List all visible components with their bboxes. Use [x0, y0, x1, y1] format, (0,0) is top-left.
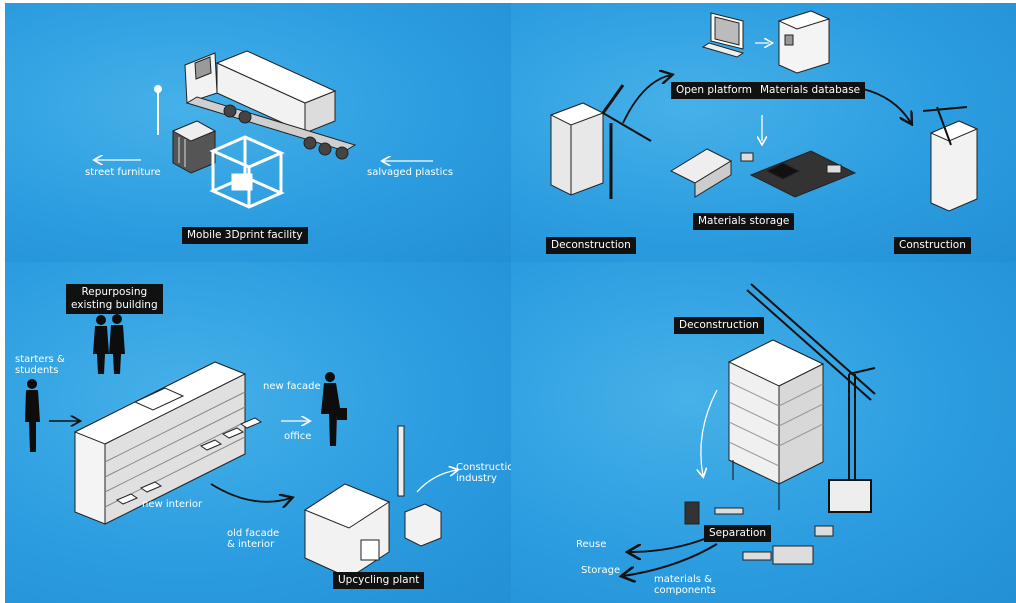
tower-left: [549, 84, 652, 199]
storage-yard: [669, 148, 857, 198]
construction-industry-text: Constructio industry: [456, 462, 511, 484]
server-icon: [777, 10, 831, 74]
repurposing-label: Repurposing existing building: [66, 284, 163, 314]
material-flow-illustration: [549, 10, 979, 212]
new-interior-text: new interior: [142, 499, 203, 510]
deconstruction-label: Deconstruction: [546, 237, 636, 254]
tower-deconstruction-illustration: [511, 283, 876, 603]
mobile-facility-illustration: [5, 50, 433, 209]
kiosk-illustration: [171, 120, 217, 174]
upcycling-plant: [303, 425, 442, 579]
open-platform-label: Open platform: [671, 82, 757, 99]
lamp-post: [154, 85, 162, 135]
storage-text: Storage: [581, 565, 621, 576]
panel-mobile-3dprint: street furniture salvaged plastics Mobil…: [5, 3, 511, 262]
truck-illustration: [184, 50, 357, 160]
tower-building: [727, 339, 825, 510]
materials-storage-label: Materials storage: [693, 213, 795, 230]
panel-tower-deconstruction: Deconstruction Separation Reuse Storage …: [511, 262, 1016, 603]
separated-components: [684, 501, 834, 565]
construction-label: Construction: [894, 237, 971, 254]
new-facade-text: new facade: [263, 381, 321, 392]
office-worker-figure: [321, 372, 347, 446]
separation-label: Separation: [704, 525, 772, 542]
panel-material-flow: Open platform Materials database Materia…: [511, 3, 1016, 262]
upcycling-plant-label: Upcycling plant: [333, 572, 425, 589]
3d-printer-frame: [209, 135, 285, 209]
people-handshake: [93, 314, 125, 374]
materials-database-label: Materials database: [755, 82, 866, 99]
street-furniture-text: street furniture: [85, 167, 161, 178]
student-figure: [25, 379, 40, 452]
existing-building: [73, 361, 247, 525]
old-facade-text: old facade & interior: [227, 528, 280, 550]
tower-deconstruction-label: Deconstruction: [674, 317, 764, 334]
materials-components-text: materials & components: [654, 574, 716, 596]
office-text: office: [284, 431, 312, 442]
interior-modules: [115, 417, 263, 505]
reuse-text: Reuse: [576, 539, 607, 550]
repurposing-illustration: [25, 314, 511, 579]
salvaged-plastics-text: salvaged plastics: [367, 167, 454, 178]
mobile-3dprint-label: Mobile 3Dprint facility: [182, 227, 308, 244]
tower-right: [922, 106, 979, 212]
starters-students-text: starters & students: [15, 354, 65, 376]
computer-icon: [701, 12, 745, 58]
panel-repurposing: Repurposing existing building starters &…: [5, 262, 511, 603]
tower-crane: [746, 283, 876, 513]
